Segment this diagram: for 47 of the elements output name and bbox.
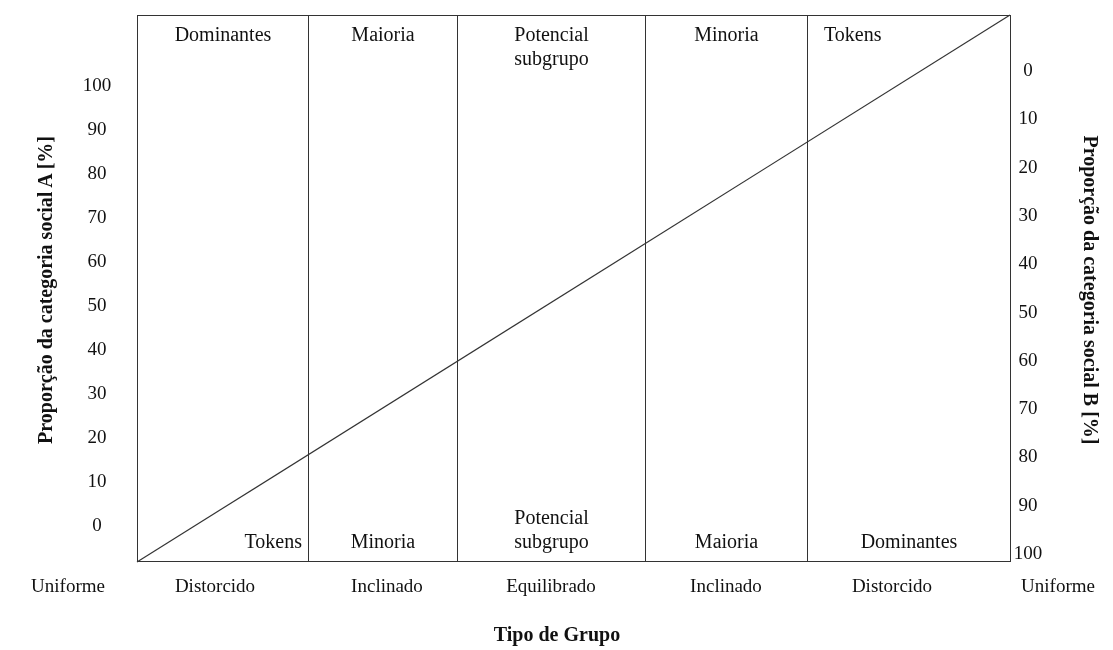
top-region-label: Tokens	[823, 22, 883, 46]
tick-label: 40	[1018, 252, 1038, 275]
top-region-label: Potencial subgrupo	[513, 22, 590, 70]
tick-label: 30	[1018, 203, 1038, 226]
tick-label: 0	[92, 514, 102, 536]
tick-label: 90	[87, 118, 107, 140]
tick-label: 40	[87, 338, 107, 360]
group-type-column	[807, 15, 1011, 562]
tick-label: 50	[1018, 300, 1038, 323]
axis-title: Tipo de Grupo	[493, 622, 621, 646]
tick-label: 10	[87, 470, 107, 492]
bottom-region-label: Tokens	[243, 529, 303, 553]
tick-label: 100	[1013, 542, 1043, 564]
category-label: Uniforme	[1021, 575, 1095, 597]
axis-title: Proporção da categoria social B [%]	[1078, 135, 1102, 445]
tick-label: 0	[1023, 59, 1033, 81]
tick-label: 80	[87, 162, 107, 184]
bottom-region-label: Minoria	[349, 529, 417, 553]
tick-label: 100	[82, 74, 112, 96]
tick-label: 10	[1018, 107, 1038, 130]
tick-label: 30	[87, 382, 107, 404]
category-label: Uniforme	[31, 575, 105, 597]
group-type-column	[645, 15, 808, 562]
category-label: Distorcido	[851, 575, 933, 597]
top-region-label: Minoria	[693, 22, 760, 46]
category-label: Distorcido	[174, 575, 256, 597]
top-region-label: Dominantes	[173, 22, 273, 46]
tick-label: 50	[87, 294, 107, 316]
category-label: Inclinado	[690, 575, 762, 597]
bottom-region-label: Dominantes	[859, 529, 959, 553]
category-label: Equilibrado	[506, 575, 596, 597]
group-type-column	[137, 15, 309, 562]
axis-title: Proporção da categoria social A [%]	[33, 136, 57, 444]
group-type-column	[457, 15, 646, 562]
top-region-label: Maioria	[350, 22, 416, 46]
group-type-column	[308, 15, 458, 562]
tick-label: 90	[1018, 493, 1038, 516]
tick-label: 60	[1018, 348, 1038, 371]
tick-label: 20	[87, 426, 107, 448]
tick-label: 70	[1018, 397, 1038, 420]
bottom-region-label: Maioria	[693, 529, 760, 553]
category-label: Inclinado	[351, 575, 423, 597]
tick-label: 70	[87, 206, 107, 228]
tick-label: 80	[1018, 445, 1038, 468]
bottom-region-label: Potencial subgrupo	[513, 505, 590, 553]
tick-label: 60	[87, 250, 107, 272]
tick-label: 20	[1018, 155, 1038, 178]
